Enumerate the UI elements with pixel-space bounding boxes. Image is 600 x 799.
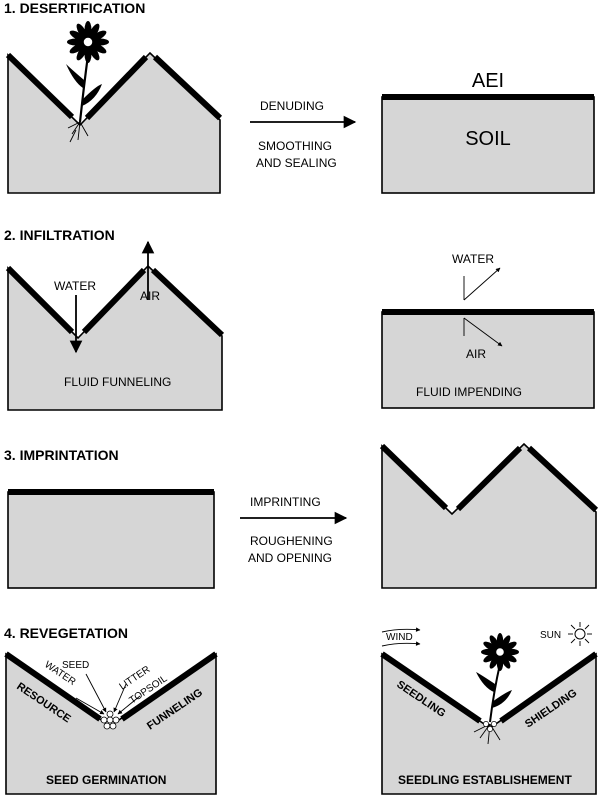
seed-cluster-icon [100, 710, 120, 730]
label-smoothing: SMOOTHING [258, 139, 332, 153]
topsoil-pointer-arrow [117, 695, 141, 715]
label-imprinting: IMPRINTING [250, 495, 321, 509]
label-wind: WIND [386, 632, 413, 643]
wind-icon [381, 627, 421, 647]
soil-crust-segment [526, 445, 599, 513]
label-and-sealing: AND SEALING [256, 156, 337, 170]
label-water-in: WATER [54, 279, 96, 293]
caption-seedling-establishment: SEEDLING ESTABLISHEMENT [398, 773, 572, 787]
seedling-flower-icon [473, 633, 519, 745]
section-title-infiltration: 2. INFILTRATION [4, 227, 115, 243]
imprinted-soil-block-3 [381, 442, 597, 589]
water-deflect-arrow [463, 267, 501, 301]
litter-pointer-arrow [113, 683, 127, 713]
sealed-soil-block-3 [7, 491, 215, 589]
soil-crust-segment [81, 267, 147, 335]
soil-crust-segment [120, 651, 218, 722]
soil-crust-segment [380, 651, 482, 724]
soil-crust-segment [4, 651, 102, 722]
imprinted-soil-block-2 [7, 264, 223, 411]
label-aei: AEI [472, 70, 504, 92]
section-title-desertification: 1. DESERTIFICATION [4, 0, 145, 16]
label-seed: SEED [62, 660, 89, 671]
section-title-revegetation: 4. REVEGETATION [4, 625, 128, 641]
caption-fluid-impending: FLUID IMPENDING [416, 385, 522, 399]
soil-crust-segment [5, 265, 75, 335]
soil-crust-segment [499, 651, 598, 724]
label-air-blocked: AIR [466, 347, 486, 361]
label-air-out: AIR [140, 289, 160, 303]
caption-seed-germination: SEED GERMINATION [46, 773, 166, 787]
flower-icon [66, 21, 109, 143]
section-title-imprintation: 3. IMPRINTATION [4, 447, 119, 463]
label-water-blocked: WATER [452, 252, 494, 266]
label-and-opening: AND OPENING [248, 551, 332, 565]
label-soil: SOIL [465, 128, 511, 150]
sun-icon [568, 622, 592, 646]
soil-crust-segment [5, 52, 75, 120]
label-sun: SUN [540, 630, 561, 641]
seed-pointer-arrow [85, 673, 107, 713]
soil-crust-segment [150, 267, 225, 338]
air-deflect-arrow [463, 317, 503, 347]
water-pointer-arrow [75, 697, 105, 715]
imprinted-soil-block-1 [7, 51, 221, 194]
soil-crust-segment [84, 54, 149, 121]
sealed-soil-block-1 [381, 96, 595, 194]
label-denuding: DENUDING [260, 99, 324, 113]
soil-crust-segment [379, 443, 449, 511]
soil-crust-segment [152, 54, 223, 121]
caption-fluid-funneling: FLUID FUNNELING [64, 375, 171, 389]
sealed-soil-block-2 [381, 311, 595, 409]
label-roughening: ROUGHENING [250, 534, 333, 548]
soil-crust-segment [455, 445, 523, 512]
